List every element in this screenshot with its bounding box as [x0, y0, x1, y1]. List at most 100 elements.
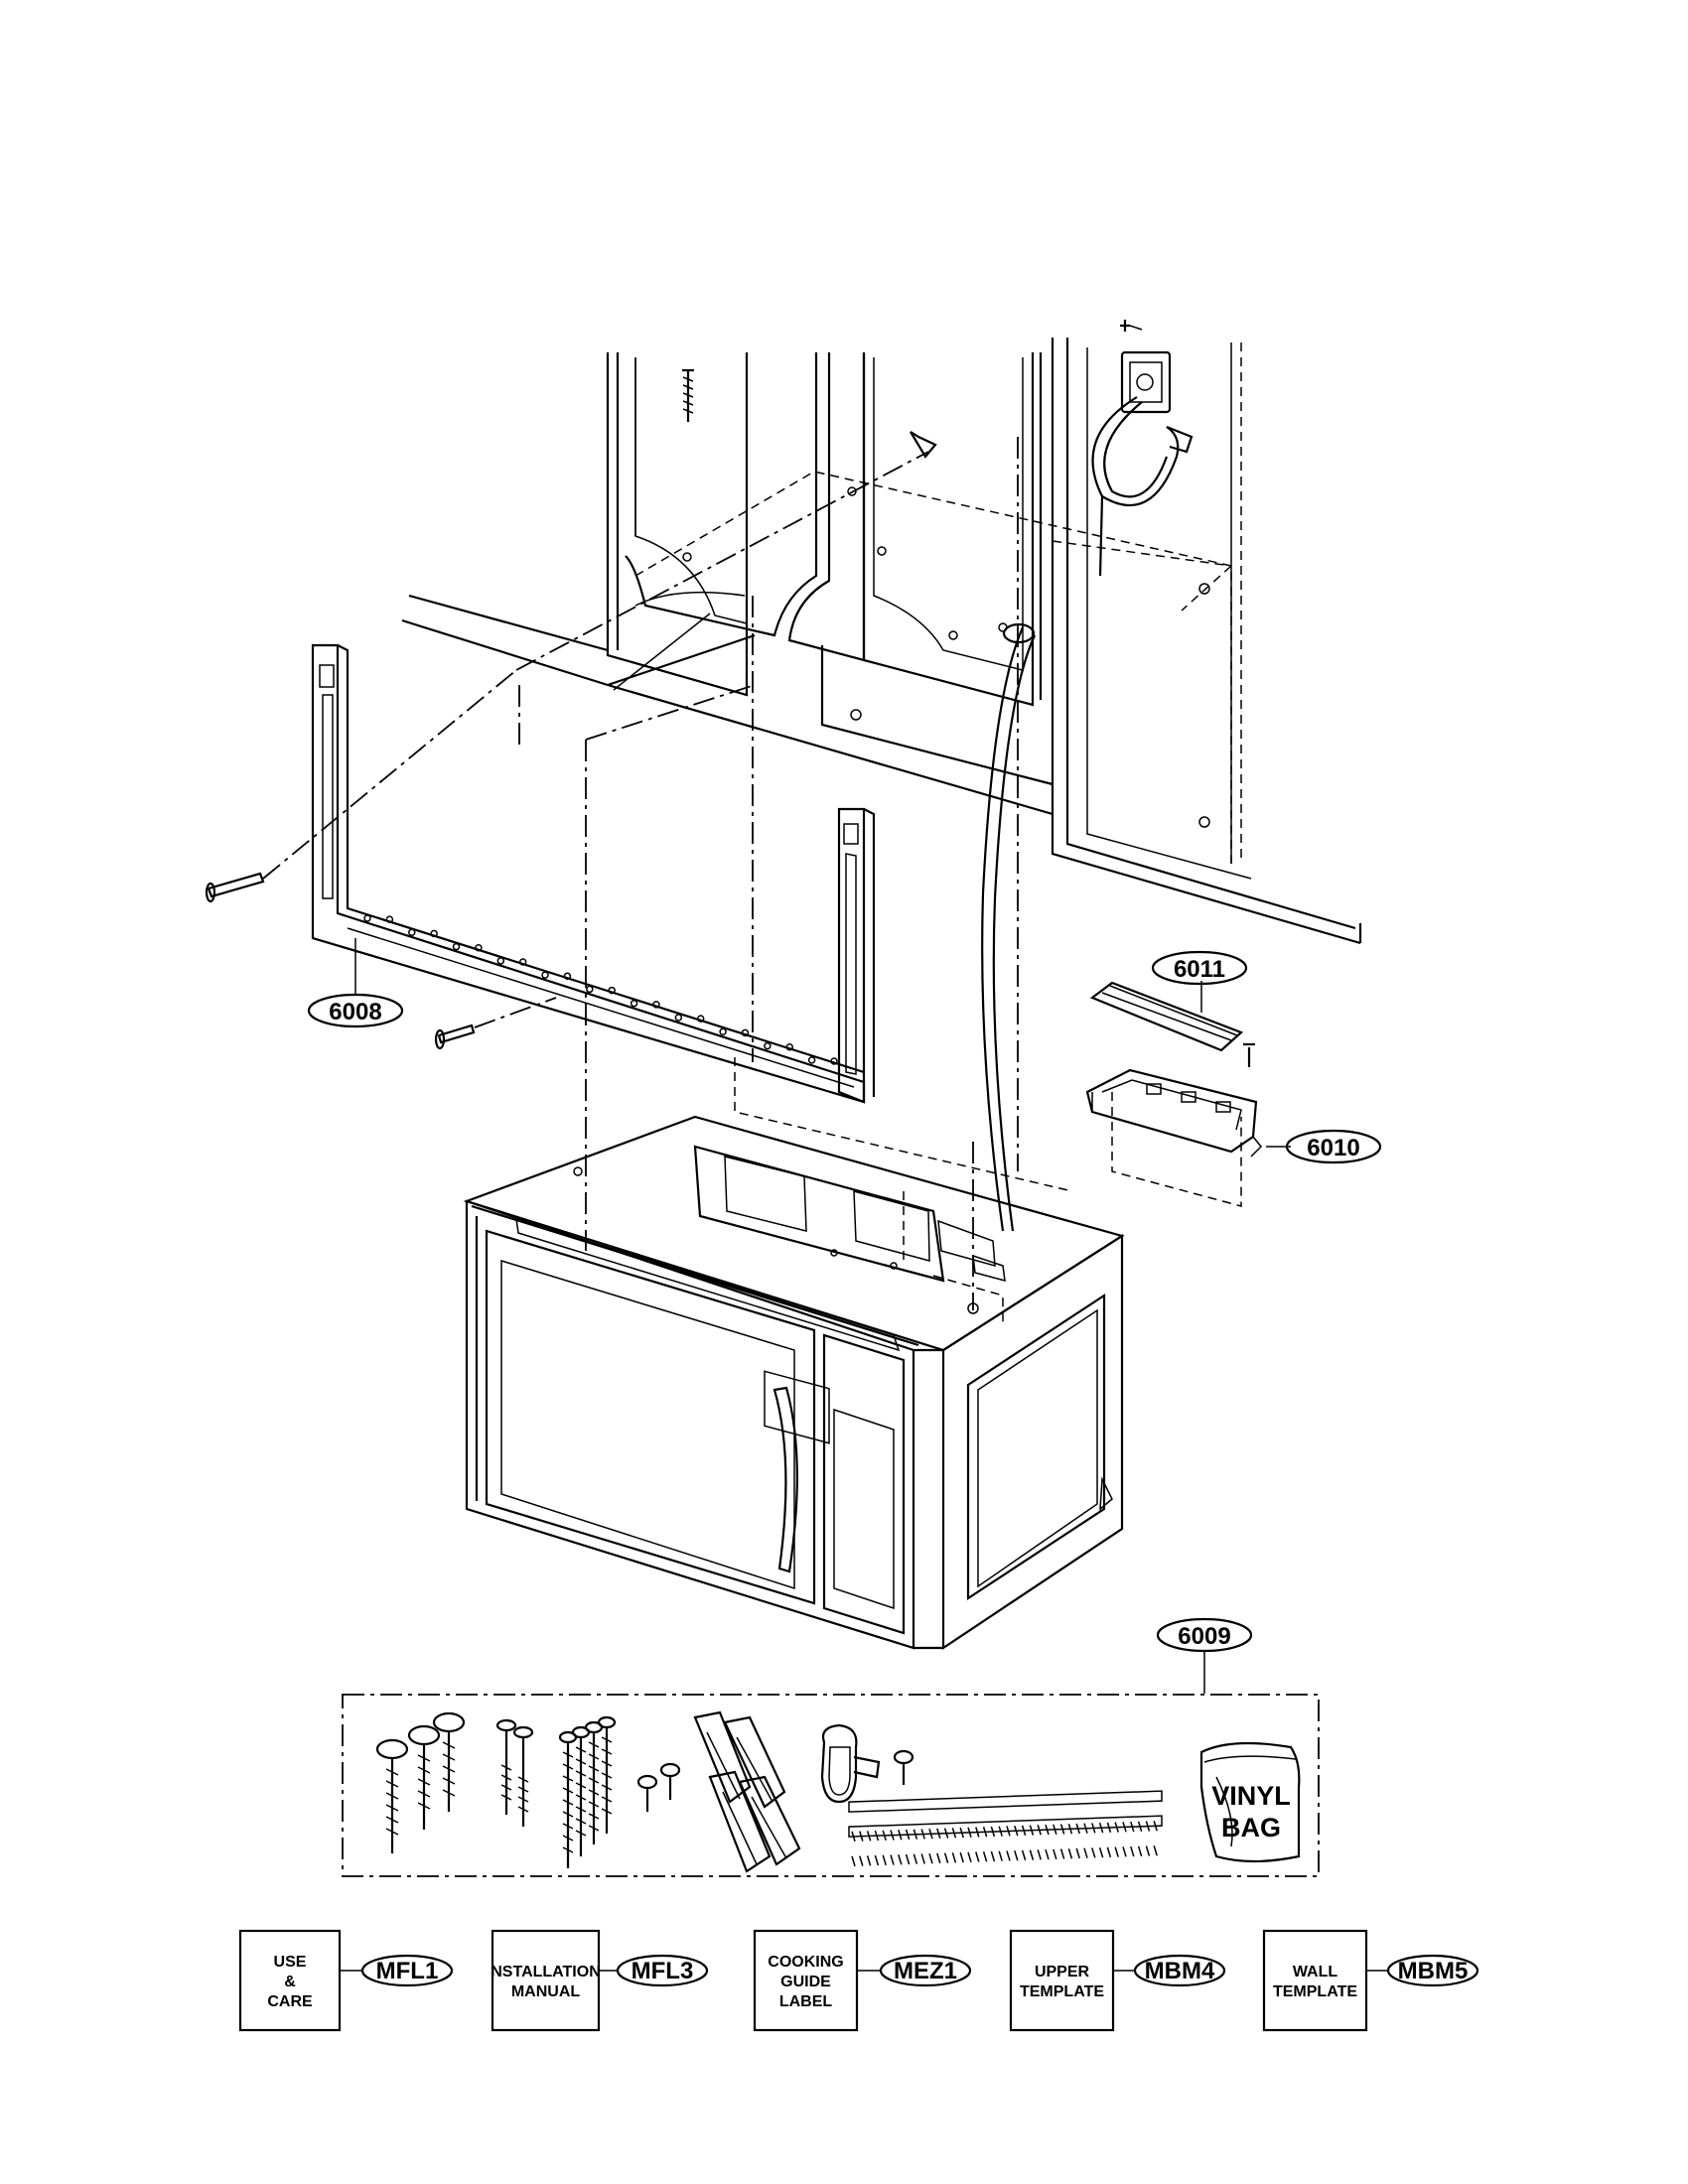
plate-screw-lower — [434, 1024, 476, 1050]
plate-hole — [496, 957, 505, 965]
tie-tooth — [1029, 1825, 1035, 1836]
tie-tooth — [982, 1851, 988, 1862]
plate-hole — [764, 1041, 772, 1050]
doc-box-label-line: USE — [274, 1954, 307, 1971]
doc-box-label-line: COOKING — [768, 1954, 843, 1971]
tie-tooth — [998, 1850, 1003, 1861]
tie-tooth — [1075, 1823, 1080, 1835]
plate-hole — [608, 986, 616, 995]
plate-hole — [452, 942, 461, 951]
tie-tooth — [1106, 1822, 1112, 1834]
plate-hole — [630, 999, 638, 1008]
tie-tooth — [1091, 1823, 1096, 1834]
tie-tooth — [1006, 1850, 1011, 1861]
doc-code-callout — [879, 1954, 972, 1987]
tie-tooth — [1067, 1848, 1073, 1859]
small-screws — [636, 1749, 914, 1812]
doc-code-label: MFL1 — [376, 1958, 439, 1984]
top-screw — [682, 368, 694, 422]
tie-tooth — [1014, 1849, 1019, 1861]
tie-tooth — [874, 1830, 880, 1842]
tie-tooth — [990, 1850, 996, 1862]
callout-6010: 6010 — [1266, 1129, 1382, 1164]
tie-tooth — [913, 1829, 918, 1840]
vent-slot — [759, 1295, 795, 1307]
tie-tooth — [1037, 1849, 1042, 1860]
plate-hole — [475, 943, 483, 952]
callout-6008: 6008 — [307, 938, 404, 1028]
plate-hole — [719, 1027, 727, 1036]
doc-code-label: MEZ1 — [894, 1958, 957, 1984]
plate-hole — [408, 928, 416, 937]
callout-6009: 6009 — [1156, 1617, 1253, 1694]
upper-cabinets — [401, 338, 1362, 945]
toggle-bolt-screws — [375, 1711, 466, 1853]
tie-tooth — [967, 1827, 972, 1839]
tie-tooth — [1037, 1825, 1042, 1836]
tie-tooth — [990, 1826, 996, 1838]
vent-slot — [535, 1225, 572, 1238]
tie-tooth — [936, 1852, 941, 1864]
doc-box-frame — [491, 1929, 601, 2032]
tie-tooth — [898, 1830, 903, 1841]
tie-tooth — [859, 1855, 864, 1866]
tie-tooth — [1130, 1821, 1135, 1833]
tie-tooth — [1145, 1821, 1151, 1832]
tie-tooth — [975, 1827, 980, 1838]
tie-tooth — [851, 1831, 856, 1843]
tie-tooth — [1045, 1848, 1050, 1860]
doc-box-label-line: NSTALLATION — [491, 1964, 601, 1980]
tie-tooth — [1122, 1846, 1127, 1857]
plate-hole — [563, 972, 572, 981]
doc-box-label-line: GUIDE — [780, 1974, 831, 1990]
tie-tooth — [890, 1830, 895, 1841]
plate-hole — [541, 971, 549, 979]
wall-outlet — [1120, 320, 1172, 414]
tie-tooth — [936, 1828, 941, 1840]
plate-hole — [741, 1028, 750, 1037]
tie-tooth — [890, 1854, 895, 1865]
tie-tooth — [951, 1828, 957, 1839]
tie-tooth — [1098, 1846, 1104, 1858]
tie-tooth — [866, 1855, 872, 1866]
tie-tooth — [1053, 1848, 1057, 1860]
plate-screw-upper — [205, 872, 265, 903]
doc-code-callout — [616, 1954, 709, 1987]
callout-6008-label: 6008 — [329, 999, 381, 1025]
part-6011-top-cover — [1089, 981, 1244, 1052]
tie-tooth — [1106, 1846, 1112, 1858]
tie-tooth — [866, 1831, 872, 1842]
tie-tooth — [951, 1852, 957, 1863]
plate-hole — [518, 958, 527, 966]
plate-hole — [696, 1015, 705, 1023]
callout-6011-label: 6011 — [1174, 956, 1225, 983]
tie-tooth — [1059, 1848, 1065, 1859]
tie-tooth — [975, 1851, 980, 1862]
callout-6011: 6011 — [1151, 950, 1248, 1013]
vinyl-bag-line1: VINYL — [1211, 1781, 1291, 1811]
doc-box-label-line: CARE — [267, 1993, 313, 2010]
assembly-guide-lines — [262, 437, 1242, 1325]
doc-box-label-line: TEMPLATE — [1020, 1983, 1104, 2000]
cabinet-dashed-guides — [634, 342, 1242, 864]
vinyl-bag: VINYL BAG — [1199, 1741, 1301, 1863]
doc-box-label-line: MANUAL — [511, 1983, 581, 2000]
callout-6009-label: 6009 — [1178, 1623, 1230, 1650]
tie-tooth — [1122, 1822, 1127, 1833]
mounting-plate — [311, 643, 876, 1104]
tie-tooth — [1067, 1824, 1073, 1835]
damper-screw — [1243, 1042, 1255, 1067]
doc-code-callout — [360, 1954, 454, 1987]
tie-tooth — [943, 1828, 949, 1839]
vent-slot — [714, 1281, 751, 1294]
vent-slot — [625, 1253, 661, 1266]
doc-code-callout — [1133, 1954, 1226, 1987]
tie-tooth — [967, 1851, 972, 1863]
doc-box-frame — [1262, 1929, 1368, 2032]
plate-hole — [785, 1042, 793, 1051]
hardware-kit: VINYL BAG — [342, 1694, 1320, 1877]
tie-tooth — [1021, 1825, 1027, 1837]
